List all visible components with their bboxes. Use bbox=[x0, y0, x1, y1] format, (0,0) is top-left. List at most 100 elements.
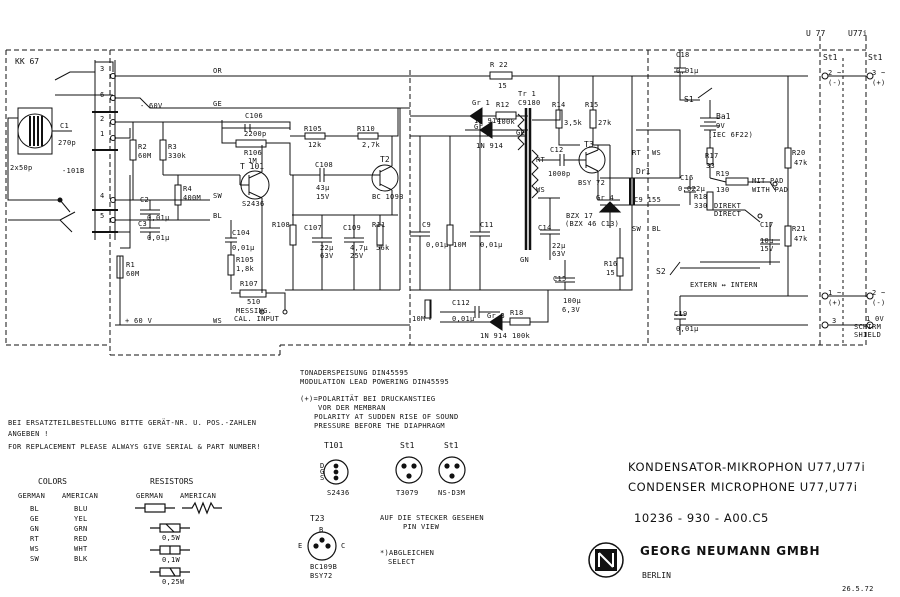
c17-label: C17 bbox=[760, 221, 774, 229]
select-note-de: *)ABGLEICHEN bbox=[380, 549, 435, 557]
direct-de: DIREKT bbox=[714, 202, 742, 210]
color-row-german: GE bbox=[30, 515, 40, 523]
colors-col-german: GERMAN bbox=[18, 492, 46, 500]
r21-value: 47k bbox=[794, 235, 808, 243]
wire-rt: RT bbox=[536, 156, 546, 164]
conn-st1a-name: St1 bbox=[400, 441, 415, 450]
r18-value: 100k bbox=[512, 332, 531, 340]
r110-value: 2,7k bbox=[362, 141, 381, 149]
capsule-label: KK 67 bbox=[15, 57, 40, 66]
r105-value: 12k bbox=[308, 141, 322, 149]
color-row-american: WHT bbox=[74, 545, 88, 553]
c18-label: C18 bbox=[676, 51, 690, 59]
company-city: BERLIN bbox=[642, 571, 671, 580]
r105b-value: 1,8k bbox=[236, 265, 255, 273]
r105b-label: R105 bbox=[236, 256, 255, 264]
pin-3-polarity: (+) bbox=[872, 79, 886, 87]
c108-label: C108 bbox=[315, 161, 334, 169]
pin-view-note-en: PIN VIEW bbox=[403, 523, 440, 531]
neumann-logo bbox=[588, 542, 624, 578]
wire-rt2: RT bbox=[632, 149, 642, 157]
pin-2b-out: 2 ~ bbox=[872, 289, 886, 297]
c109-voltage: 25V bbox=[350, 252, 364, 260]
ba1-label: Ba1 bbox=[716, 112, 731, 121]
pin-5: 5 bbox=[100, 212, 105, 220]
wire-ge: GE bbox=[213, 100, 223, 108]
c107-voltage: 63V bbox=[320, 252, 334, 260]
r4-value: 400M bbox=[183, 194, 202, 202]
pin-label-g: G bbox=[320, 468, 325, 476]
wire-gn: GN bbox=[520, 256, 530, 264]
direct-en: DIRECT bbox=[714, 210, 742, 218]
title-en: CONDENSER MICROPHONE U77,U77i bbox=[628, 480, 858, 494]
r106-label: R106 bbox=[244, 149, 263, 157]
pin-label-s: S bbox=[320, 474, 325, 482]
polarity-note-3: POLARITY AT SUDDEN RISE OF SOUND bbox=[314, 413, 459, 421]
pin-label-c: C bbox=[341, 542, 346, 550]
c107-value: 22µ bbox=[320, 244, 334, 252]
c108-voltage: 15V bbox=[316, 193, 330, 201]
r106-value: 1M bbox=[248, 157, 258, 165]
pin-4: 4 bbox=[100, 192, 105, 200]
pin-1-polarity: (+) bbox=[828, 299, 842, 307]
company-name: GEORG NEUMANN GMBH bbox=[640, 544, 821, 558]
with-pad-de: MIT PAD bbox=[752, 177, 784, 185]
r17-label: R17 bbox=[705, 152, 719, 160]
color-row-german: SW bbox=[30, 555, 40, 563]
wire-or: OR bbox=[213, 67, 223, 75]
polarity-note-2: VOR DER MEMBRAN bbox=[318, 404, 386, 412]
r20-label: R20 bbox=[792, 149, 806, 157]
wire-ws: WS bbox=[213, 317, 223, 325]
r2-label: R2 bbox=[138, 143, 148, 151]
conn-t101-name: T101 bbox=[324, 441, 344, 450]
tr1-label: Tr 1 bbox=[518, 90, 537, 98]
conn-t23-name: T23 bbox=[310, 514, 325, 523]
r19-value: 130 bbox=[716, 186, 730, 194]
c12-value: 1000p bbox=[548, 170, 571, 178]
resistor-legend-symbols bbox=[135, 501, 222, 577]
r18b-label: R18 bbox=[694, 193, 708, 201]
conn-st1b-name: St1 bbox=[444, 441, 459, 450]
v60b-label: + 60 V bbox=[125, 317, 153, 325]
wire-ws4: WS bbox=[652, 149, 662, 157]
r11-label: R11 bbox=[372, 221, 386, 229]
c112-value: 0,01µ bbox=[452, 315, 475, 323]
wire-ws2: WS bbox=[536, 186, 546, 194]
c17-value: 10µ bbox=[760, 237, 774, 245]
dr1-type: C9 155 bbox=[634, 196, 662, 204]
c19-label: C19 bbox=[674, 310, 688, 318]
c14-voltage: 63V bbox=[552, 250, 566, 258]
s2-label: S2 bbox=[656, 267, 666, 276]
pin-6: 6 bbox=[100, 91, 105, 99]
spare-parts-note-de: BEI ERSATZTEILBESTELLUNG BITTE GERÄT-NR.… bbox=[8, 419, 257, 427]
r22-value: 15 bbox=[498, 82, 508, 90]
c14-label: C14 bbox=[538, 224, 552, 232]
polarity-note-1: (+)=POLARITÄT BEI DRUCKANSTIEG bbox=[300, 395, 436, 403]
wire-bl: BL bbox=[213, 212, 223, 220]
c16-label: C16 bbox=[680, 174, 694, 182]
c106-value: 2200p bbox=[244, 130, 267, 138]
st1-ns3m-pin-view bbox=[438, 456, 466, 484]
r2-value: 60M bbox=[138, 152, 152, 160]
t3-label: T3 bbox=[584, 140, 594, 149]
color-row-american: BLK bbox=[74, 555, 88, 563]
c15-voltage: 6,3V bbox=[562, 306, 581, 314]
ba1-type: (IEC 6F22) bbox=[708, 131, 754, 139]
r21-label: R21 bbox=[792, 225, 806, 233]
conn-t101-code: S2436 bbox=[327, 489, 350, 497]
select-note-en: SELECT bbox=[388, 558, 416, 566]
gr2-type: 1N 914 bbox=[476, 142, 504, 150]
drawing-number: 10236 - 930 - A00.C5 bbox=[634, 511, 769, 525]
c106-label: C106 bbox=[245, 112, 264, 120]
pin-3b-out: 3 bbox=[832, 317, 837, 325]
r20-value: 47k bbox=[794, 159, 808, 167]
color-row-american: YEL bbox=[74, 515, 88, 523]
t3-type: BSY 72 bbox=[578, 179, 606, 187]
color-row-american: BLU bbox=[74, 505, 88, 513]
st1-label-u77: St1 bbox=[823, 53, 838, 62]
gr2-label: Gr 2 bbox=[474, 123, 493, 131]
t23-pin-view bbox=[307, 531, 337, 561]
color-row-american: RED bbox=[74, 535, 88, 543]
pin-2b-polarity: (-) bbox=[872, 299, 886, 307]
